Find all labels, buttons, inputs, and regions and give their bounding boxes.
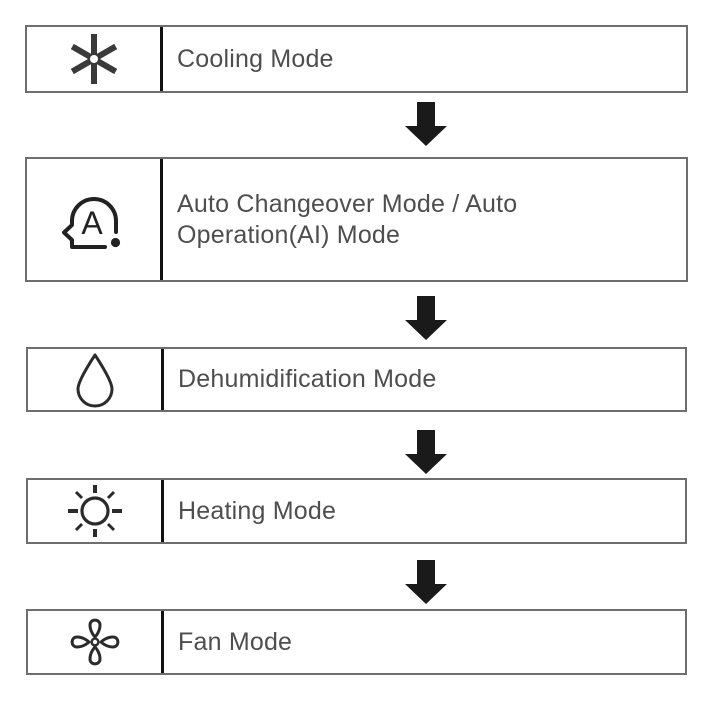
mode-row-cooling[interactable]: Cooling Mode	[25, 25, 688, 93]
arrow-heating-to-fan	[403, 558, 449, 606]
mode-label-dehumidification: Dehumidification Mode	[178, 365, 437, 394]
icon-cell-cooling	[27, 27, 163, 91]
label-cell-cooling: Cooling Mode	[163, 27, 686, 91]
water-drop-icon	[73, 352, 117, 408]
mode-label-fan: Fan Mode	[178, 627, 293, 656]
mode-row-dehumidification[interactable]: Dehumidification Mode	[26, 347, 687, 412]
mode-row-auto[interactable]: A Auto Changeover Mode / Auto Operation(…	[25, 157, 688, 282]
mode-label-cooling: Cooling Mode	[177, 44, 334, 73]
arrow-auto-to-dehumidification	[403, 294, 449, 342]
snowflake-icon	[67, 32, 121, 86]
icon-cell-dehumidification	[28, 349, 164, 410]
mode-label-auto: Auto Changeover Mode / Auto Operation(AI…	[177, 190, 518, 249]
svg-text:A: A	[81, 205, 103, 241]
auto-mode-icon: A	[59, 185, 129, 255]
mode-row-heating[interactable]: Heating Mode	[26, 478, 687, 544]
sun-icon	[65, 483, 125, 539]
mode-row-fan[interactable]: Fan Mode	[26, 609, 687, 675]
icon-cell-auto: A	[27, 159, 163, 280]
fan-icon	[66, 614, 124, 670]
arrow-cooling-to-auto	[403, 100, 449, 148]
icon-cell-heating	[28, 480, 164, 542]
label-cell-dehumidification: Dehumidification Mode	[164, 349, 685, 410]
mode-label-heating: Heating Mode	[178, 496, 337, 525]
arrow-dehumidification-to-heating	[403, 428, 449, 476]
label-cell-auto: Auto Changeover Mode / Auto Operation(AI…	[163, 159, 686, 280]
icon-cell-fan	[28, 611, 164, 673]
label-cell-fan: Fan Mode	[164, 611, 685, 673]
label-cell-heating: Heating Mode	[164, 480, 685, 542]
